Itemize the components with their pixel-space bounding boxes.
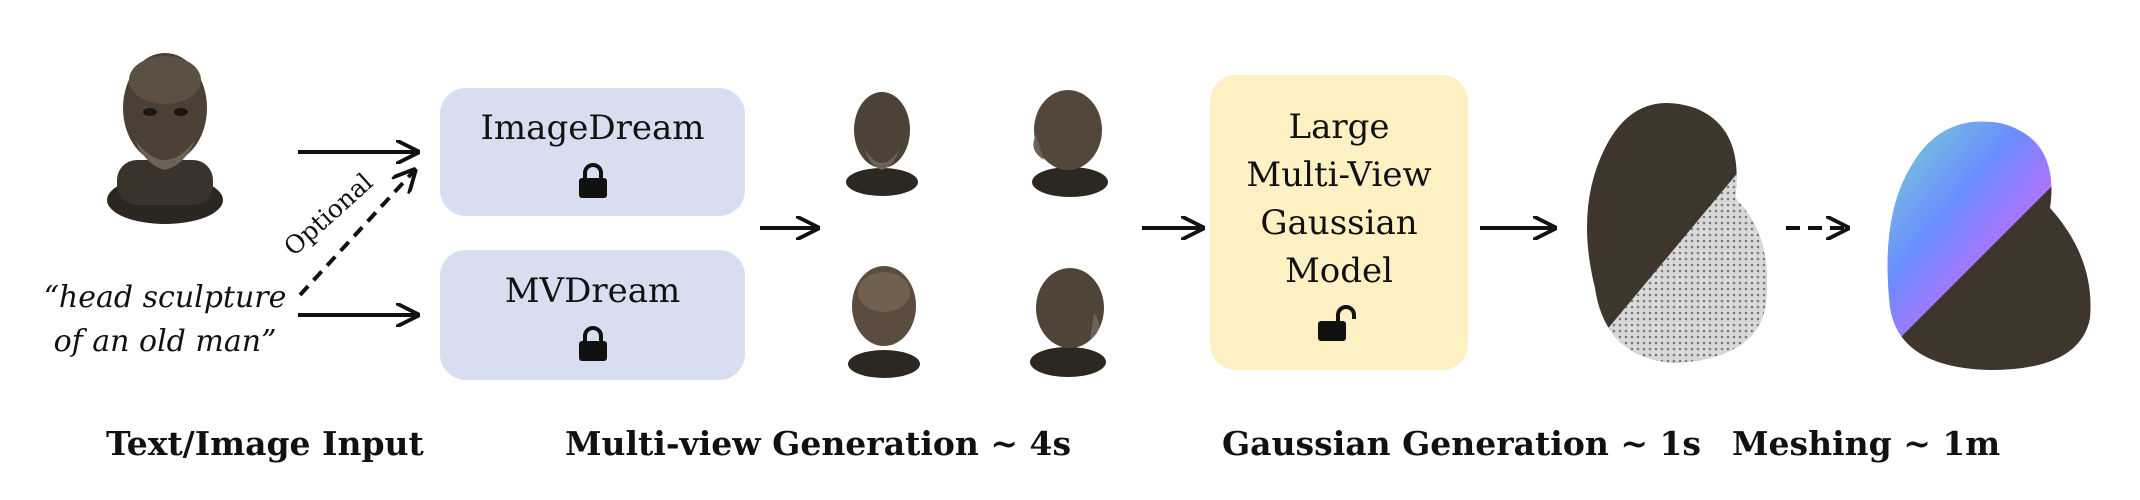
lgm-label-line-2: Multi-View [1246, 154, 1432, 195]
view-side-right-image [1032, 90, 1108, 197]
lgm-label-line-3: Gaussian [1260, 202, 1418, 243]
view-back-image [848, 266, 920, 378]
text-prompt: “head sculpture of an old man” [40, 276, 290, 364]
lock-icon [578, 326, 607, 361]
view-side-left-image [1030, 268, 1106, 377]
mvdream-box: MVDream [440, 250, 745, 380]
caption-multiview: Multi-view Generation ~ 4s [565, 424, 1072, 463]
prompt-line-1: “head sculpture [43, 280, 287, 315]
view-front-image [846, 92, 918, 196]
prompt-line-2: of an old man” [53, 324, 277, 359]
caption-input: Text/Image Input [106, 424, 424, 463]
lock-icon [578, 163, 607, 198]
caption-meshing: Meshing ~ 1m [1732, 424, 2001, 463]
lgm-box: Large Multi-View Gaussian Model [1210, 75, 1468, 370]
mesh-result-image [1887, 121, 2091, 371]
caption-gaussian: Gaussian Generation ~ 1s [1222, 424, 1701, 463]
lgm-label-line-1: Large [1288, 106, 1390, 147]
arrow-optional-dashed [298, 172, 413, 297]
imagedream-box: ImageDream [440, 88, 745, 216]
imagedream-label: ImageDream [480, 108, 705, 148]
gaussian-result-image [1587, 103, 1767, 363]
input-sculpture-image [107, 53, 223, 224]
mvdream-label: MVDream [504, 271, 681, 311]
unlock-icon [1318, 304, 1356, 341]
lgm-label-line-4: Model [1284, 250, 1394, 291]
